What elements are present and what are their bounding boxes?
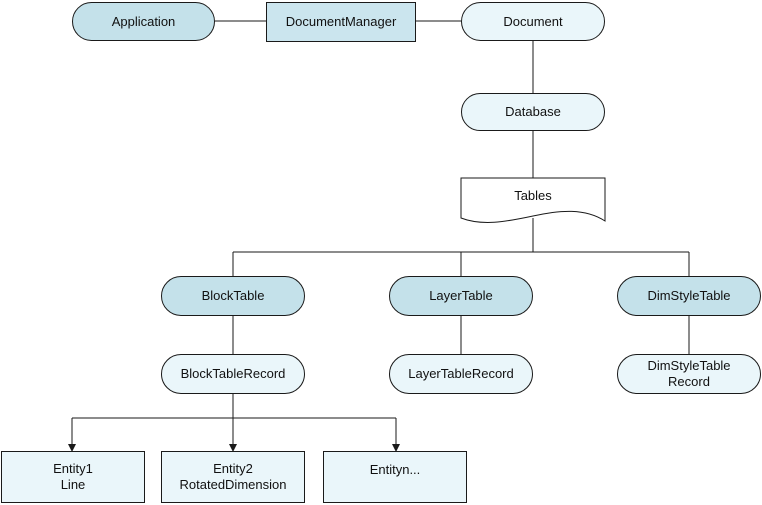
node-block-table[interactable]: BlockTable xyxy=(161,276,305,316)
node-application-label: Application xyxy=(111,13,176,29)
node-entity1-line1: Entity1 xyxy=(53,461,93,476)
node-layer-table[interactable]: LayerTable xyxy=(389,276,533,316)
node-document-label: Document xyxy=(503,13,563,29)
node-entity2[interactable]: Entity2 RotatedDimension xyxy=(161,451,305,503)
node-entity2-line2: RotatedDimension xyxy=(179,477,287,492)
node-dim-style-table-label: DimStyleTable xyxy=(647,288,731,303)
node-entityn[interactable]: Entityn... xyxy=(323,451,467,503)
node-entity1[interactable]: Entity1 Line xyxy=(1,451,145,503)
node-dim-style-table-record-line2: Record xyxy=(668,374,710,389)
node-layer-table-label: LayerTable xyxy=(429,288,493,303)
tables-document-shape xyxy=(460,177,606,223)
node-dim-style-table-record-line1: DimStyleTable xyxy=(647,358,731,373)
node-entity1-line2: Line xyxy=(60,477,86,492)
node-block-table-record-label: BlockTableRecord xyxy=(180,366,286,381)
node-entity2-line1: Entity2 xyxy=(213,461,253,476)
node-layer-table-record[interactable]: LayerTableRecord xyxy=(389,354,533,394)
node-entityn-label: Entityn... xyxy=(369,462,421,477)
node-tables-label: Tables xyxy=(514,188,552,203)
node-block-table-label: BlockTable xyxy=(201,288,265,303)
node-dim-style-table[interactable]: DimStyleTable xyxy=(617,276,761,316)
node-block-table-record[interactable]: BlockTableRecord xyxy=(161,354,305,394)
node-document-manager-label: DocumentManager xyxy=(285,14,397,29)
node-layer-table-record-label: LayerTableRecord xyxy=(408,366,514,381)
node-application[interactable]: Application xyxy=(72,2,215,41)
node-document-manager[interactable]: DocumentManager xyxy=(266,2,416,42)
node-database-label: Database xyxy=(505,104,561,119)
node-document[interactable]: Document xyxy=(461,2,605,41)
node-database[interactable]: Database xyxy=(461,93,605,131)
node-dim-style-table-record[interactable]: DimStyleTable Record xyxy=(617,354,761,394)
